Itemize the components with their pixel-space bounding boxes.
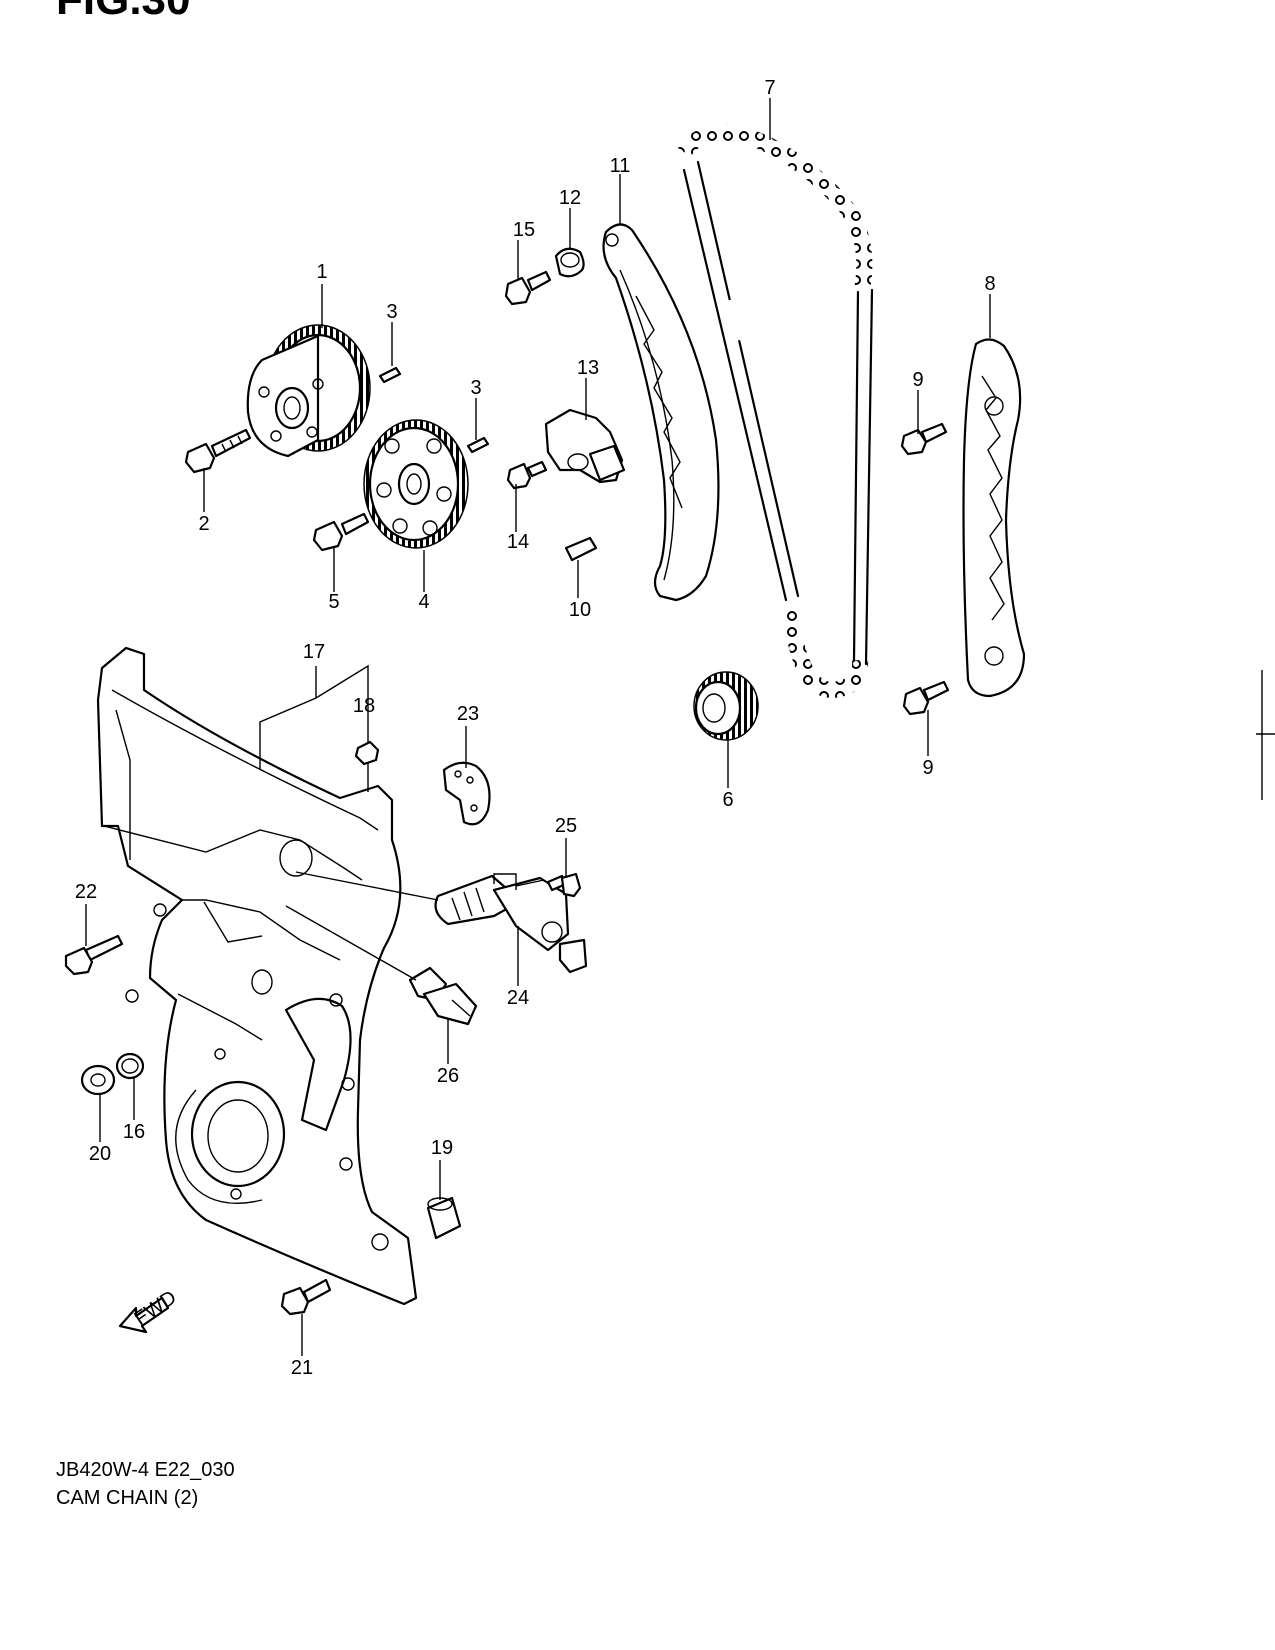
- sensor-26-drawing: [408, 966, 478, 1026]
- callout-19: 19: [431, 1137, 453, 1159]
- callout-5: 5: [328, 591, 339, 613]
- callout-10: 10: [569, 599, 591, 621]
- collar-12-drawing: [554, 247, 585, 278]
- chain-tensioner-13: [544, 408, 626, 484]
- pin-3a-drawing: [378, 366, 402, 384]
- callout-22: 22: [75, 881, 97, 903]
- bolt-9a-drawing: [900, 422, 948, 456]
- washer-16-drawing: [115, 1052, 145, 1080]
- crankshaft-sprocket-6: [693, 671, 759, 741]
- callout-labels: 1 2 3 3 4 5 6 7 8 9 9 10 11 12 13 14 15 …: [75, 77, 996, 1379]
- callout-25: 25: [555, 815, 577, 837]
- figure-name: CAM CHAIN (2): [56, 1487, 198, 1509]
- gasket-23-drawing: [442, 761, 491, 826]
- chain-tensioner-guide-8: [962, 338, 1026, 698]
- timing-chain-7: [677, 124, 874, 699]
- callout-3b: 3: [470, 377, 481, 399]
- callout-11: 11: [610, 155, 631, 177]
- callout-23: 23: [457, 703, 479, 725]
- callout-9a: 9: [912, 369, 923, 391]
- callout-24: 24: [507, 987, 529, 1009]
- callout-12: 12: [559, 187, 581, 209]
- callout-2: 2: [198, 513, 209, 535]
- fwd-label: FWD: [130, 1286, 180, 1330]
- callout-7: 7: [764, 77, 775, 99]
- callout-3a: 3: [386, 301, 397, 323]
- figure-code: JB420W-4 E22_030: [56, 1459, 235, 1481]
- leader-lines: [85, 98, 991, 1356]
- plug-18-drawing: [354, 740, 380, 766]
- callout-16: 16: [123, 1121, 145, 1143]
- callout-13: 13: [577, 357, 599, 379]
- oil-control-valve-24: [434, 873, 588, 974]
- bolt-5-drawing: [312, 512, 370, 552]
- callout-17: 17: [303, 641, 325, 663]
- callout-21: 21: [291, 1357, 313, 1379]
- callout-18: 18: [353, 695, 375, 717]
- callout-15: 15: [513, 219, 535, 241]
- callout-26: 26: [437, 1065, 459, 1087]
- chain-guide-11: [602, 223, 720, 602]
- bolt-21-drawing: [280, 1278, 332, 1316]
- pin-19-drawing: [426, 1196, 462, 1240]
- bolt-2-drawing: [184, 428, 252, 474]
- figure-title: FIG.30: [56, 0, 191, 24]
- bolt-9b-drawing: [902, 680, 950, 716]
- callout-4: 4: [418, 591, 429, 613]
- pin-10-drawing: [564, 536, 598, 562]
- callout-9b: 9: [922, 757, 933, 779]
- camshaft-sprocket-vvt: [246, 324, 371, 458]
- bolt-15-drawing: [504, 270, 552, 306]
- callout-20: 20: [89, 1143, 111, 1165]
- callout-6: 6: [722, 789, 733, 811]
- margin-mark: [1256, 670, 1275, 800]
- bolt-14-drawing: [506, 460, 548, 490]
- callout-8: 8: [984, 273, 995, 295]
- plug-20-drawing: [80, 1064, 116, 1096]
- callout-1: 1: [316, 261, 327, 283]
- bolt-25-drawing: [546, 872, 582, 898]
- bolt-22-drawing: [64, 934, 124, 976]
- callout-14: 14: [507, 531, 529, 553]
- pin-3b-drawing: [466, 436, 490, 454]
- timing-chain-cover-17: [96, 646, 418, 1306]
- camshaft-sprocket: [363, 419, 469, 549]
- fwd-arrow: FWD: [118, 1286, 181, 1334]
